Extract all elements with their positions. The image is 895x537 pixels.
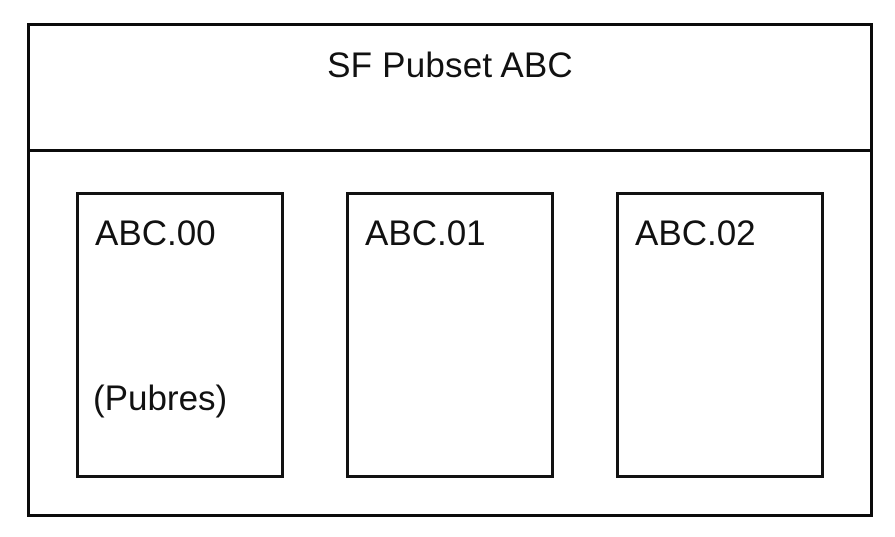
volume-box-abc-01: ABC.01 (346, 192, 554, 478)
pubset-header: SF Pubset ABC (30, 26, 870, 152)
volume-box-abc-02: ABC.02 (616, 192, 824, 478)
pubset-title: SF Pubset ABC (327, 46, 573, 85)
volume-label: ABC.00 (95, 214, 216, 253)
volume-box-abc-00: ABC.00 (Pubres) (76, 192, 284, 478)
volume-area: ABC.00 (Pubres) ABC.01 ABC.02 (30, 152, 870, 514)
volume-label: ABC.01 (365, 214, 486, 253)
volume-sublabel: (Pubres) (93, 379, 228, 418)
pubset-container: SF Pubset ABC ABC.00 (Pubres) ABC.01 ABC… (27, 23, 873, 517)
volume-label: ABC.02 (635, 214, 756, 253)
